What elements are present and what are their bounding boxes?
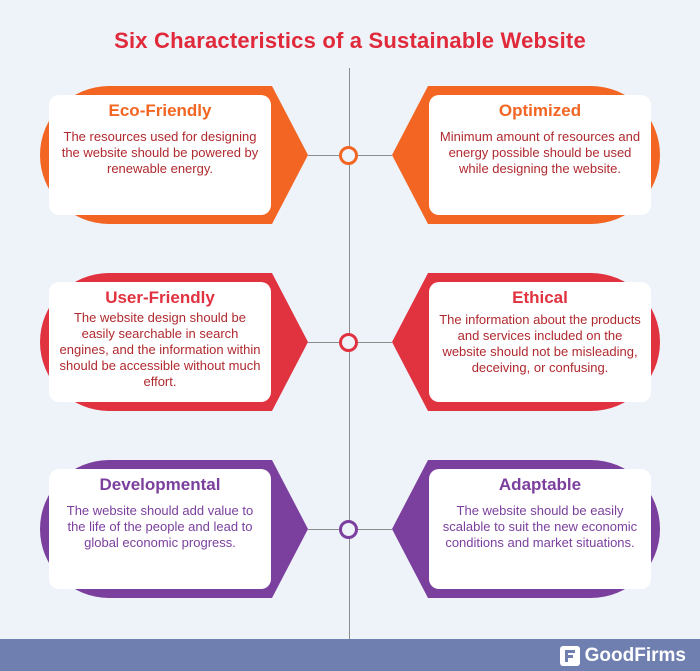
timeline-node [339, 520, 358, 539]
card-title: Ethical [512, 288, 568, 307]
timeline-node [339, 146, 358, 165]
connector [308, 155, 340, 156]
card-developmental: Developmental The website should add val… [40, 460, 308, 598]
connector [358, 155, 392, 156]
card-text: The resources used for designing the web… [61, 129, 259, 176]
connector [308, 529, 340, 530]
card-eco-friendly: Eco-Friendly The resources used for desi… [40, 86, 308, 224]
connector [358, 342, 392, 343]
timeline-node [339, 333, 358, 352]
card-title: Adaptable [498, 475, 582, 494]
goodfirms-logo-icon [559, 646, 580, 666]
card-title: User-Friendly [105, 288, 215, 307]
card-text: The website should be easily scalable to… [442, 503, 638, 550]
card-box: Developmental The website should add val… [49, 469, 271, 589]
page-title: Six Characteristics of a Sustainable Web… [114, 28, 586, 53]
card-box: User-Friendly The website design should … [49, 282, 271, 402]
card-box: Optimized Minimum amount of resources an… [429, 95, 651, 215]
center-timeline [349, 68, 350, 640]
footer-bar: GoodFirms [0, 639, 700, 671]
card-title: Developmental [99, 475, 221, 494]
card-title: Eco-Friendly [108, 101, 212, 120]
goodfirms-logo: GoodFirms [559, 645, 686, 667]
card-text: The information about the products and s… [439, 312, 641, 375]
card-adaptable: Adaptable The website should be easily s… [392, 460, 660, 598]
card-title: Optimized [498, 101, 582, 120]
card-box: Eco-Friendly The resources used for desi… [49, 95, 271, 215]
goodfirms-logo-text: GoodFirms [584, 645, 686, 666]
card-text: Minimum amount of resources and energy p… [439, 129, 641, 176]
card-user-friendly: User-Friendly The website design should … [40, 273, 308, 411]
card-optimized: Optimized Minimum amount of resources an… [392, 86, 660, 224]
card-ethical: Ethical The information about the produc… [392, 273, 660, 411]
card-box: Ethical The information about the produc… [429, 282, 651, 402]
card-box: Adaptable The website should be easily s… [429, 469, 651, 589]
connector [358, 529, 392, 530]
connector [308, 342, 340, 343]
card-text: The website should add value to the life… [66, 503, 254, 550]
card-text: The website design should be easily sear… [59, 310, 261, 389]
